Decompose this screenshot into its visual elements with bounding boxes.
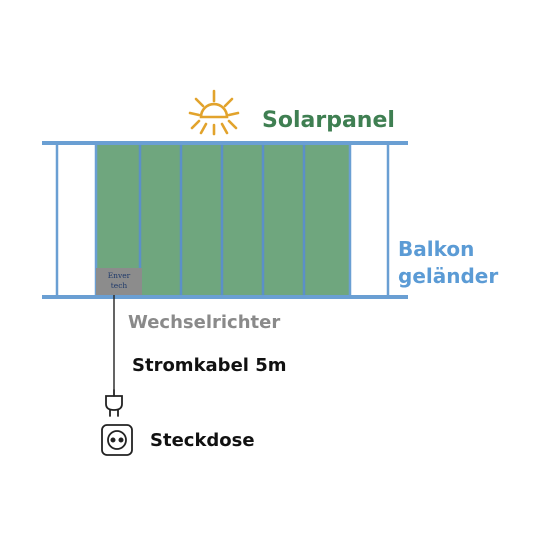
socket-label: Steckdose xyxy=(150,430,255,451)
inverter-brand-line1: Enver xyxy=(107,271,131,280)
balcony-railing-label: Balkon geländer xyxy=(398,236,498,290)
inverter-label: Wechselrichter xyxy=(128,312,281,333)
inverter-brand-line2: tech xyxy=(110,281,128,290)
inverter-brand: Enver tech xyxy=(96,271,142,291)
socket-icon xyxy=(101,424,133,456)
balcony-label-line2: geländer xyxy=(398,264,499,288)
inverter-box xyxy=(96,268,142,295)
cable-label: Stromkabel 5m xyxy=(132,355,287,376)
solarpanel-label: Solarpanel xyxy=(262,108,395,133)
sun-icon xyxy=(188,89,240,136)
balcony-label-line1: Balkon xyxy=(398,237,475,261)
plug-icon xyxy=(105,389,123,417)
